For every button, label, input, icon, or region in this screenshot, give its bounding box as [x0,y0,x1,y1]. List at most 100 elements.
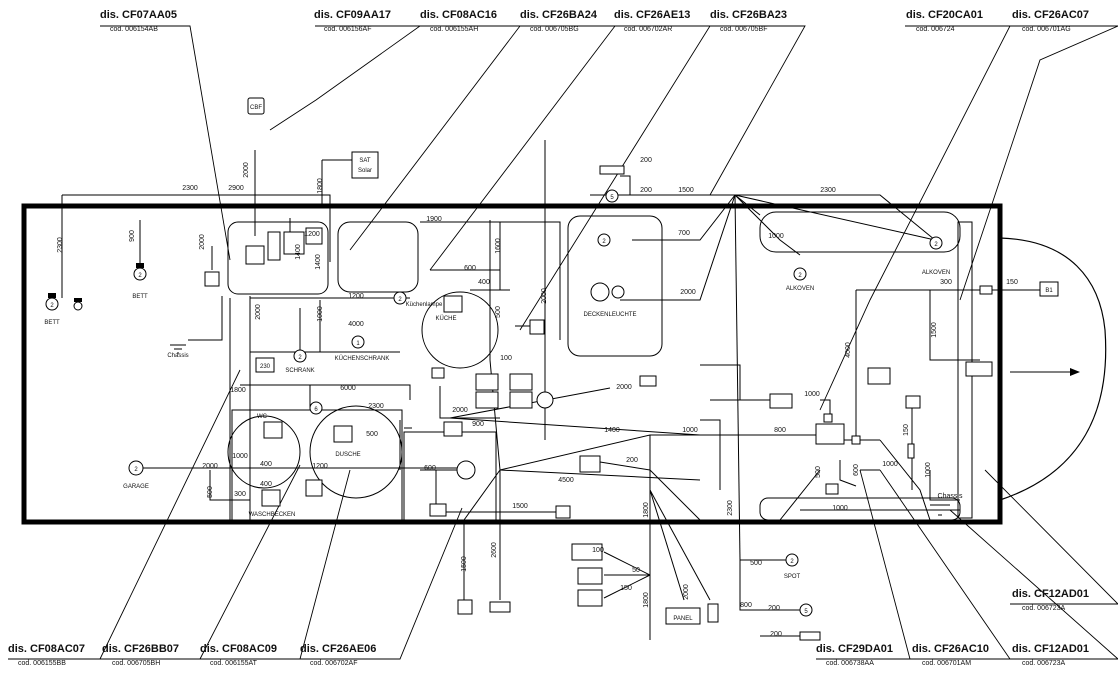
wire-length-42: 200 [626,457,638,464]
callout-top-dis-7: dis. CF26AC07 [1012,9,1089,21]
boiler-element [456,460,476,480]
wire-length-6: 2000 [243,162,250,178]
boiler-outline [403,431,497,521]
label-garage: GARAGE [123,484,149,490]
svg-text:6: 6 [314,407,318,413]
label-sat: SAT [359,158,371,164]
wire-length-30: 4000 [845,342,852,358]
wire-length-28: 150 [1006,279,1018,286]
bottom-connector [707,603,719,623]
callout-top-cod-7: cod. 006701AG [1022,26,1071,33]
wire-length-1: 2300 [182,185,198,192]
svg-text:2: 2 [398,297,402,303]
wire-length-20: 700 [678,230,690,237]
wire-length-46: 600 [424,465,436,472]
label-b1: B1 [1045,288,1053,294]
callout-bottom-cod-0: cod. 006155BB [18,660,66,667]
callout-bottom-dis-6: dis. CF12AD01 [1012,643,1089,655]
water-level-sensor [536,391,554,409]
wire-length-64: 1000 [925,462,932,478]
lamp-top-center: 5 [599,165,625,203]
wire-length-47: 1500 [512,503,528,510]
callout-bottom-cod-1: cod. 006705BH [112,660,160,667]
label-chassis-left: Chassis [167,353,188,359]
label-bett: BETT [132,294,148,300]
lamp-bett: 2 [133,263,147,281]
wire-length-33: 2000 [616,384,632,391]
callout-bottom-dis-3: dis. CF26AE06 [300,643,376,655]
switch-box-left [204,271,220,287]
wire-length-21: 2000 [680,289,696,296]
wire-length-14: 4000 [348,321,364,328]
svg-text:5: 5 [804,609,808,615]
label-kuechenschrank: KÜCHENSCHRANK [335,355,390,362]
wire-length-29: 1500 [931,322,938,338]
wire-length-27: 300 [940,279,952,286]
callout-leaders [8,25,1118,660]
callout-top-cod-3: cod. 006705BG [530,26,579,33]
wire-length-49: 1500 [461,556,468,572]
lamp-kuechenlampe [393,291,407,305]
lamp-table [597,233,611,247]
lamp-bottom-right [799,603,813,617]
wire-length-16: 1600 [495,238,502,254]
lamp-bett-left: 2 [45,293,83,311]
furniture [227,211,973,521]
label-spot: SPOT [784,574,801,580]
pump-box [431,367,445,379]
wardrobe-outline [227,221,329,295]
wire-length-54: 150 [620,585,632,592]
direction-arrow-head [1070,368,1080,376]
lamp-schrank [293,349,307,363]
svg-text:2: 2 [790,559,794,565]
wire-length-61: 500 [815,466,822,478]
fuse-block [267,231,281,261]
wire-length-53: 50 [632,567,640,574]
connector-b2 [905,395,921,409]
top-connector [247,97,265,115]
svg-text:2: 2 [298,355,302,361]
label-kueche: KÜCHE [435,315,456,322]
lamp-alkoven-2 [929,236,943,250]
fuse-right [979,285,993,295]
svg-text:2: 2 [798,273,802,279]
callout-top-dis-0: dis. CF07AA05 [100,9,177,21]
callout-top-dis-1: dis. CF09AA17 [314,9,391,21]
heater-control [639,375,657,387]
svg-text:5: 5 [610,195,614,201]
bottom-lamp-2 [489,601,511,613]
wire-length-36: 2300 [368,403,384,410]
callout-top-cod-1: cod. 006156AF [324,26,371,33]
wire-length-22: 1500 [678,187,694,194]
callout-bottom-dis-2: dis. CF08AC09 [200,643,277,655]
callout-bottom-cod-3: cod. 006702AF [310,660,357,667]
wire-length-59: 1800 [643,592,650,608]
callout-bottom-cod-4: cod. 006738AA [826,660,874,667]
lamp-spot [785,553,799,567]
wire-length-35: 6000 [340,385,356,392]
ground-left-icon [170,344,186,354]
lamp-deckenleuchte [590,282,610,302]
charger-block [283,231,305,255]
callout-top-dis-6: dis. CF20CA01 [906,9,983,21]
callout-right-cod-0: cod. 006723A [1022,605,1066,612]
label-deckenleuchte: DECKENLEUCHTE [583,312,636,318]
wire-length-8: 1400 [295,244,302,260]
wire-length-37: 500 [366,431,378,438]
label-alkoven-1: ALKOVEN [786,286,814,292]
wire-length-19: 1900 [426,216,442,223]
wire-length-5: 1800 [317,178,324,194]
control-panel-box [245,245,265,265]
label-wc: WC [257,414,268,420]
svg-text:2: 2 [134,467,138,473]
lamp-kuechenschrank [351,335,365,349]
label-kuechenlampe: Küchenlampe [406,302,443,308]
kitchen-switch [443,295,463,313]
boiler-socket [429,503,447,517]
cabinet-outline [337,221,419,293]
wire-length-58: 200 [770,631,782,638]
panel-box [665,607,701,625]
